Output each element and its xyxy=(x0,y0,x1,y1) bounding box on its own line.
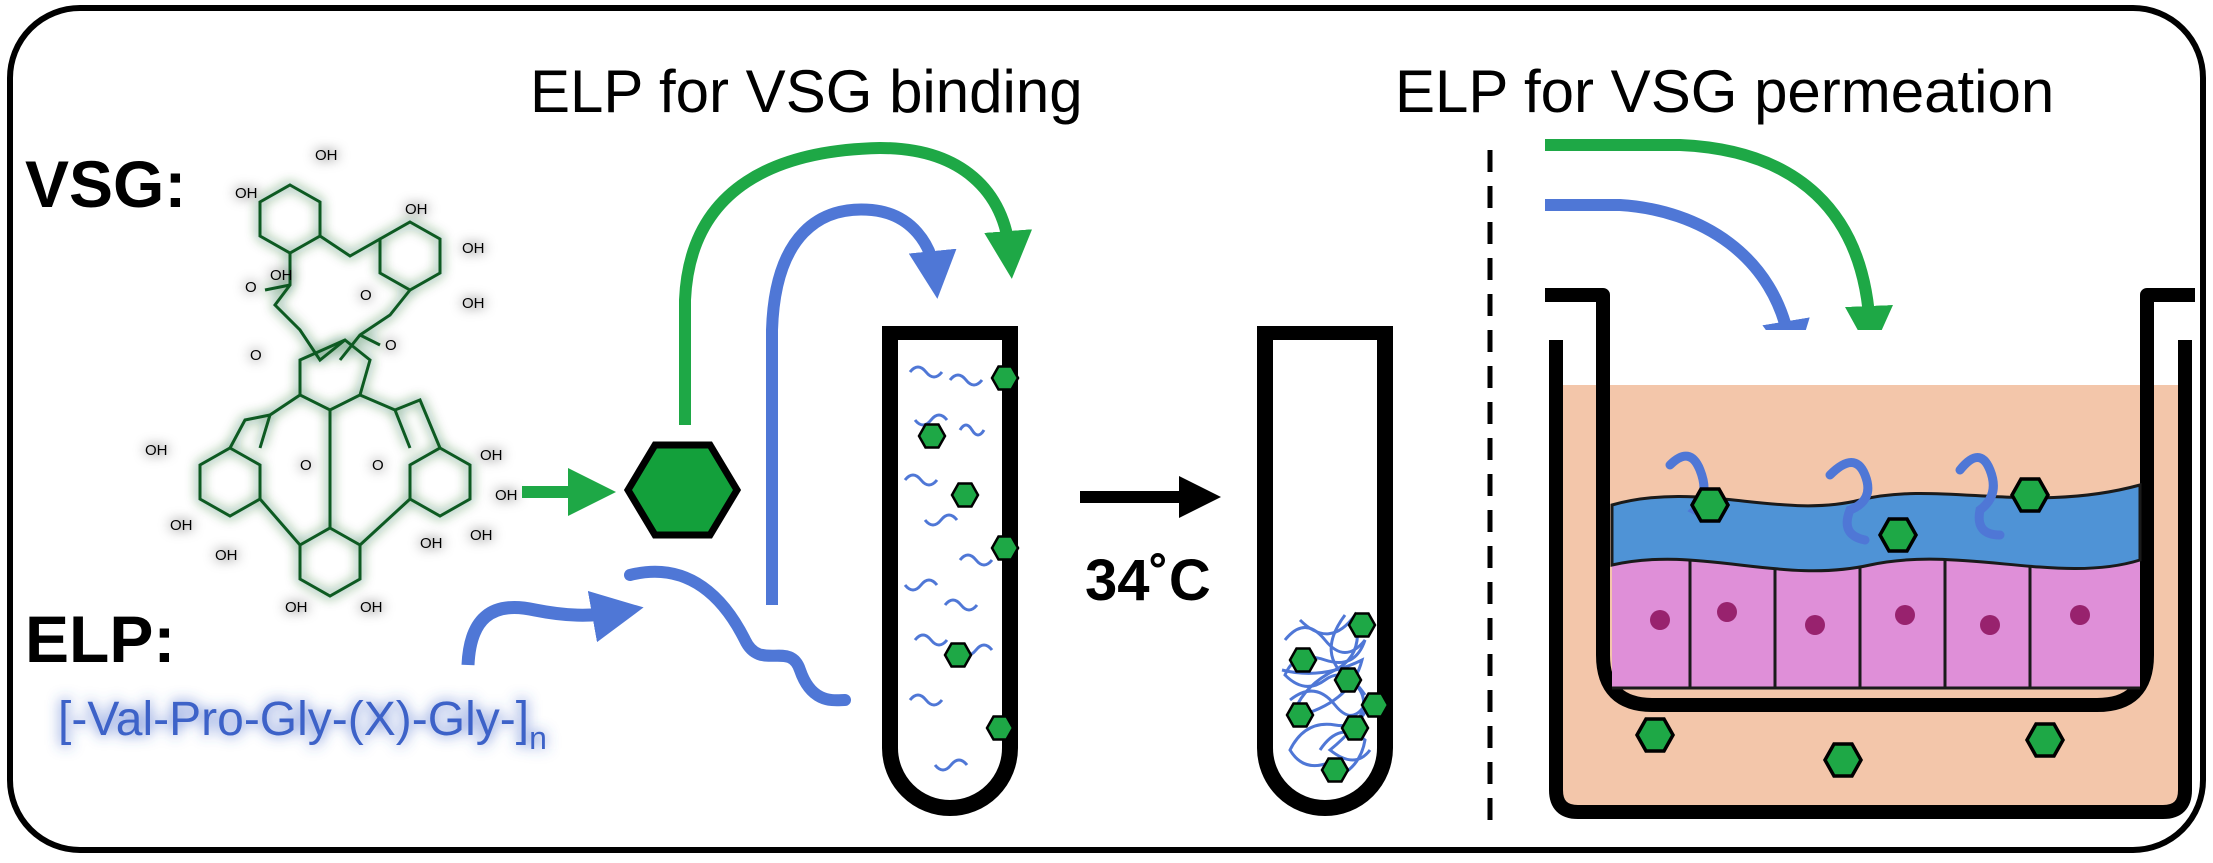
aggregate-vsg-particle xyxy=(1333,667,1363,693)
vsg-on-mucus xyxy=(2010,477,2050,513)
test-tube-mixing xyxy=(882,333,1018,816)
blue-arrow-elp xyxy=(461,590,644,666)
vsg-on-mucus xyxy=(1878,517,1918,553)
elp-chain xyxy=(624,565,851,707)
svg-text:O: O xyxy=(360,287,372,304)
test-tube-aggregate xyxy=(1257,333,1393,816)
vsg-hexagon xyxy=(623,441,742,539)
epithelial-cell-layer xyxy=(1612,546,2140,690)
svg-text:OH: OH xyxy=(145,442,168,459)
blue-curve-arrow xyxy=(766,203,957,605)
svg-text:OH: OH xyxy=(462,295,485,312)
transwell-insert xyxy=(1545,288,2195,712)
tube-vsg-particle xyxy=(950,482,980,508)
elp-strand xyxy=(1825,458,1873,545)
vsg-basolateral xyxy=(1635,717,1675,753)
heading-vsg-permeation: ELP for VSG permeation xyxy=(1395,58,2054,125)
aggregate-vsg-particle xyxy=(1340,715,1370,741)
green-curve-arrow xyxy=(679,141,1033,425)
svg-text:O: O xyxy=(250,347,262,364)
tube-vsg-particle xyxy=(990,365,1020,391)
figure-frame xyxy=(7,5,2206,853)
tube-mixture xyxy=(903,365,994,772)
heading-vsg-binding: ELP for VSG binding xyxy=(530,58,1083,125)
svg-text:O: O xyxy=(245,279,257,296)
vsg-molecule xyxy=(198,183,472,598)
vsg-molecule-labels: OH OH OH OH OH OH O O O O OH OH OH OH OH… xyxy=(145,147,518,616)
vsg-on-mucus xyxy=(1690,487,1730,523)
svg-text:OH: OH xyxy=(235,185,258,202)
aggregate-vsg-particle xyxy=(1320,757,1350,783)
svg-text:OH: OH xyxy=(315,147,338,164)
tube-vsg-particle xyxy=(917,423,947,449)
svg-text:OH: OH xyxy=(480,447,503,464)
svg-text:OH: OH xyxy=(405,201,428,218)
temperature-label: 34˚C xyxy=(1085,548,1211,613)
tube-vsg-particle xyxy=(990,535,1020,561)
aggregate-vsg-particle xyxy=(1347,612,1377,638)
svg-text:OH: OH xyxy=(495,487,518,504)
svg-text:O: O xyxy=(372,457,384,474)
green-arrow-permeation xyxy=(1545,139,1893,354)
vsg-basolateral xyxy=(1823,742,1863,778)
svg-text:O: O xyxy=(300,457,312,474)
svg-text:OH: OH xyxy=(215,547,238,564)
svg-text:OH: OH xyxy=(170,517,193,534)
svg-text:O: O xyxy=(385,337,397,354)
elp-label: ELP: xyxy=(25,602,175,676)
vsg-label: VSG: xyxy=(25,147,186,221)
tube-vsg-particle xyxy=(985,715,1015,741)
svg-text:OH: OH xyxy=(470,527,493,544)
aggregate-vsg-particle xyxy=(1360,692,1390,718)
elp-strand xyxy=(1955,453,2005,540)
aggregate-tangle xyxy=(1281,611,1372,782)
aggregate-vsg-particle xyxy=(1285,702,1315,728)
svg-text:OH: OH xyxy=(360,599,383,616)
svg-text:OH: OH xyxy=(462,240,485,257)
svg-text:OH: OH xyxy=(270,267,293,284)
outer-well-air xyxy=(1545,330,2200,385)
blue-arrow-permeation xyxy=(1545,199,1810,369)
elp-formula: [-Val-Pro-Gly-(X)-Gly-]n xyxy=(58,693,547,756)
vsg-basolateral xyxy=(2025,722,2065,758)
svg-text:OH: OH xyxy=(285,599,308,616)
tube-vsg-particle xyxy=(943,642,973,668)
svg-text:OH: OH xyxy=(420,535,443,552)
outer-well xyxy=(1549,340,2192,819)
mucus-layer xyxy=(1610,483,2142,573)
aggregate-vsg-particle xyxy=(1288,647,1318,673)
